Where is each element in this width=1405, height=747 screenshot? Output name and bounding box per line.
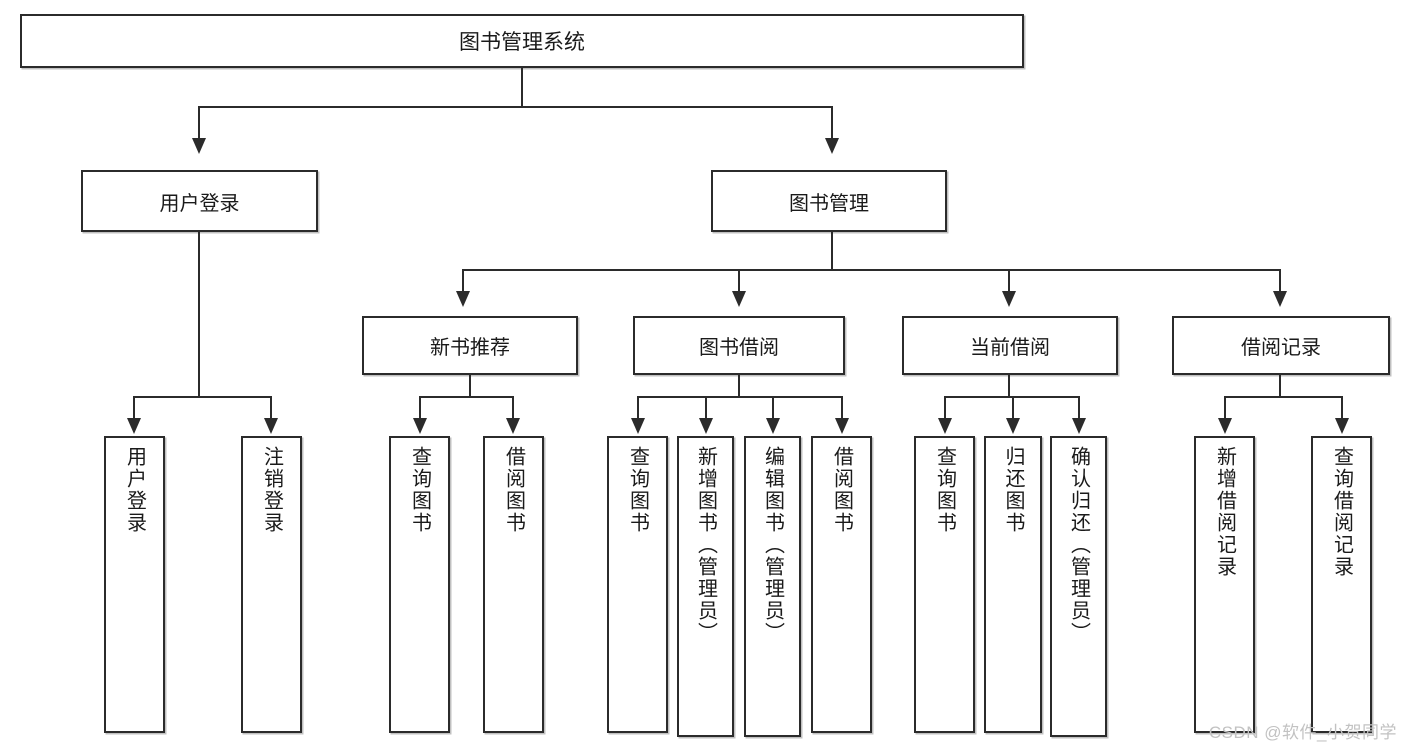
leaf-bb-add-book-admin[interactable]: 新增图书（管理员） — [677, 436, 734, 737]
connector-bb-to-leaf-3 — [772, 396, 774, 420]
node-new-book-recommend[interactable]: 新书推荐 — [362, 316, 578, 375]
leaf-br-add-record[interactable]: 新增借阅记录 — [1194, 436, 1255, 733]
arrowhead-br-leaf-1 — [1218, 418, 1232, 434]
leaf-label: 查询借阅记录 — [1330, 446, 1353, 578]
leaf-user-logout[interactable]: 注销登录 — [241, 436, 302, 733]
node-label: 图书管理 — [789, 192, 869, 215]
connector-nbr-bus — [419, 396, 514, 398]
connector-br-bus — [1224, 396, 1342, 398]
node-label: 图书借阅 — [699, 337, 779, 359]
arrowhead-cb-leaf-3 — [1072, 418, 1086, 434]
connector-cb-to-leaf-2 — [1012, 396, 1014, 420]
node-borrow-record[interactable]: 借阅记录 — [1172, 316, 1390, 375]
leaf-bb-query-book[interactable]: 查询图书 — [607, 436, 668, 733]
leaf-nbr-query-book[interactable]: 查询图书 — [389, 436, 450, 733]
arrowhead-user-login-leaf-1 — [127, 418, 141, 434]
node-label: 用户登录 — [159, 192, 240, 215]
leaf-label: 用户登录 — [123, 446, 146, 534]
arrowhead-br-leaf-2 — [1335, 418, 1349, 434]
arrowhead-nbr-leaf-2 — [506, 418, 520, 434]
connector-nbr-to-leaf-2 — [512, 396, 514, 420]
leaf-label: 新增借阅记录 — [1213, 446, 1236, 578]
node-current-borrow[interactable]: 当前借阅 — [902, 316, 1118, 375]
arrowhead-root-to-book-management — [825, 138, 839, 154]
arrowhead-bm-to-current-borrow — [1002, 291, 1016, 307]
arrowhead-bb-leaf-2 — [699, 418, 713, 434]
connector-root-to-user-login — [198, 106, 200, 140]
node-label: 借阅记录 — [1241, 337, 1321, 359]
node-root-book-management-system[interactable]: 图书管理系统 — [20, 14, 1024, 68]
connector-root-stem — [521, 68, 523, 107]
connector-bm-to-borrow-record — [1279, 269, 1281, 293]
leaf-label: 查询图书 — [933, 446, 956, 534]
connector-user-login-to-leaf-1 — [133, 396, 135, 420]
connector-bm-to-book-borrow — [738, 269, 740, 293]
arrowhead-nbr-leaf-1 — [413, 418, 427, 434]
leaf-cb-confirm-return-admin[interactable]: 确认归还（管理员） — [1050, 436, 1107, 737]
connector-book-management-stem — [831, 232, 833, 270]
arrowhead-bm-to-borrow-record — [1273, 291, 1287, 307]
connector-br-to-leaf-1 — [1224, 396, 1226, 420]
arrowhead-bb-leaf-3 — [766, 418, 780, 434]
connector-root-bus — [198, 106, 833, 108]
leaf-label: 查询图书 — [626, 446, 649, 534]
leaf-label: 查询图书 — [408, 446, 431, 534]
connector-nbr-stem — [469, 375, 471, 397]
node-label: 当前借阅 — [970, 337, 1050, 359]
node-label: 图书管理系统 — [459, 31, 585, 54]
leaf-br-query-record[interactable]: 查询借阅记录 — [1311, 436, 1372, 733]
leaf-cb-query-book[interactable]: 查询图书 — [914, 436, 975, 733]
arrowhead-cb-leaf-1 — [938, 418, 952, 434]
leaf-nbr-borrow-book[interactable]: 借阅图书 — [483, 436, 544, 733]
leaf-label: 借阅图书 — [830, 446, 853, 534]
connector-bb-to-leaf-4 — [841, 396, 843, 420]
leaf-label: 借阅图书 — [502, 446, 525, 534]
csdn-watermark: CSDN @软件_小贺同学 — [1208, 723, 1397, 742]
node-label: 新书推荐 — [430, 337, 510, 359]
connector-cb-bus — [944, 396, 1078, 398]
leaf-label: 归还图书 — [1002, 446, 1024, 534]
connector-book-management-bus — [462, 269, 1280, 271]
connector-bb-to-leaf-1 — [637, 396, 639, 420]
arrowhead-cb-leaf-2 — [1006, 418, 1020, 434]
connector-br-to-leaf-2 — [1341, 396, 1343, 420]
leaf-label: 注销登录 — [260, 446, 283, 534]
connector-cb-to-leaf-3 — [1078, 396, 1080, 420]
arrowhead-bb-leaf-1 — [631, 418, 645, 434]
connector-bb-stem — [738, 375, 740, 397]
connector-cb-to-leaf-1 — [944, 396, 946, 420]
arrowhead-bm-to-book-borrow — [732, 291, 746, 307]
node-book-borrow[interactable]: 图书借阅 — [633, 316, 845, 375]
arrowhead-bm-to-new-book — [456, 291, 470, 307]
arrowhead-bb-leaf-4 — [835, 418, 849, 434]
connector-bm-to-new-book — [462, 269, 464, 293]
connector-user-login-to-leaf-2 — [270, 396, 272, 420]
node-user-login[interactable]: 用户登录 — [81, 170, 318, 232]
arrowhead-root-to-user-login — [192, 138, 206, 154]
leaf-bb-borrow-book[interactable]: 借阅图书 — [811, 436, 872, 733]
connector-nbr-to-leaf-1 — [419, 396, 421, 420]
leaf-label: 编辑图书（管理员） — [761, 446, 784, 644]
connector-bb-to-leaf-2 — [705, 396, 707, 420]
leaf-label: 新增图书（管理员） — [694, 446, 717, 644]
connector-root-to-book-management — [831, 106, 833, 140]
leaf-user-login[interactable]: 用户登录 — [104, 436, 165, 733]
leaf-cb-return-book[interactable]: 归还图书 — [984, 436, 1042, 733]
leaf-bb-edit-book-admin[interactable]: 编辑图书（管理员） — [744, 436, 801, 737]
connector-bb-bus — [637, 396, 842, 398]
connector-bm-to-current-borrow — [1008, 269, 1010, 293]
connector-user-login-bus — [133, 396, 270, 398]
connector-user-login-stem — [198, 232, 200, 397]
connector-br-stem — [1279, 375, 1281, 397]
arrowhead-user-login-leaf-2 — [264, 418, 278, 434]
node-book-management[interactable]: 图书管理 — [711, 170, 947, 232]
leaf-label: 确认归还（管理员） — [1067, 446, 1090, 644]
connector-cb-stem — [1008, 375, 1010, 397]
